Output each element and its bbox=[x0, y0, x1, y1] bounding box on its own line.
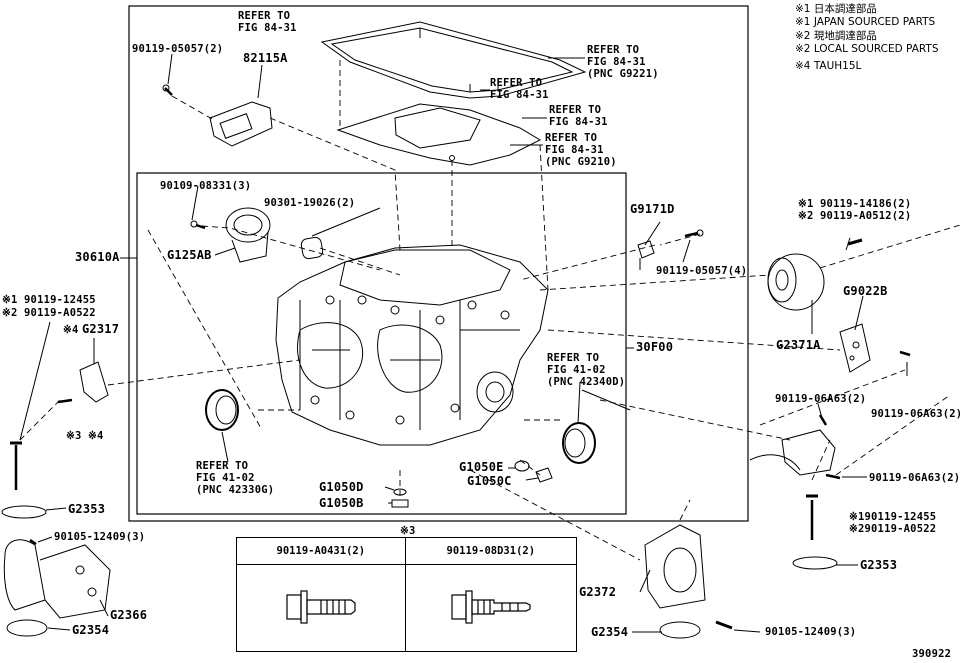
part-90119-05057-2: 90119-05057(2) bbox=[132, 43, 224, 55]
legend-col-1-header: 90119-A0431(2) bbox=[236, 537, 406, 565]
part-g2354-left: G2354 bbox=[72, 623, 110, 637]
outer-frame bbox=[128, 5, 749, 522]
flange-bolt-icon bbox=[286, 589, 356, 624]
part-note-4: ※4 bbox=[63, 324, 79, 336]
part-90119-06a63-2-c: 90119-06A63(2) bbox=[869, 472, 960, 484]
bracket-g2317-drawing bbox=[57, 361, 109, 404]
part-2-90119-a0512-2: ※2 90119-A0512(2) bbox=[798, 210, 912, 222]
part-g2353-right: G2353 bbox=[860, 558, 898, 572]
oil-seal-left-drawing bbox=[205, 389, 239, 431]
part-g2371a: G2371A bbox=[776, 338, 821, 352]
part-g1050b: G1050B bbox=[319, 496, 364, 510]
part-note-3-4: ※3 ※4 bbox=[66, 430, 104, 442]
part-90105-12409-3-left: 90105-12409(3) bbox=[54, 531, 146, 543]
oil-seal-right-drawing bbox=[562, 422, 596, 464]
part-90119-06a63-2-a: 90119-06A63(2) bbox=[775, 393, 867, 405]
part-30610a: 30610A bbox=[75, 250, 120, 264]
part-g1050d: G1050D bbox=[319, 480, 364, 494]
sensor-drawing bbox=[162, 84, 273, 147]
part-2-90119-a0522-left: ※2 90119-A0522 bbox=[2, 307, 96, 319]
legend-bolt-2-cell bbox=[404, 564, 578, 652]
oil-pan-drawing bbox=[320, 21, 587, 99]
part-30f00: 30F00 bbox=[636, 340, 674, 354]
part-2-90119-a0522-right: ※290119-A0522 bbox=[849, 523, 937, 535]
part-g1050e: G1050E bbox=[459, 460, 504, 474]
legend-table: 90119-A0431(2) 90119-08D31(2) bbox=[236, 537, 578, 652]
leader-lines bbox=[19, 53, 908, 633]
inner-frame bbox=[136, 172, 627, 515]
part-90109-08331-3: 90109-08331(3) bbox=[160, 180, 252, 192]
part-1-90119-12455-left: ※1 90119-12455 bbox=[2, 294, 96, 306]
part-90301-19026-2: 90301-19026(2) bbox=[264, 197, 356, 209]
bracket-g9022b-drawing bbox=[839, 323, 911, 373]
part-g2354-right: G2354 bbox=[591, 625, 629, 639]
engine-mount-g2366-drawing bbox=[1, 441, 111, 637]
note-1-jp: ※1 日本調達部品 bbox=[795, 3, 877, 15]
part-g125ab: G125AB bbox=[167, 248, 212, 262]
part-1-90119-14186-2: ※1 90119-14186(2) bbox=[798, 198, 912, 210]
note-4: ※4 TAUH15L bbox=[795, 60, 862, 72]
part-90119-05057-4: 90119-05057(4) bbox=[656, 265, 748, 277]
note-2-jp: ※2 現地調達部品 bbox=[795, 30, 877, 42]
oil-filter-drawing bbox=[190, 207, 324, 263]
note-2-en: ※2 LOCAL SOURCED PARTS bbox=[795, 43, 939, 55]
part-g1050c: G1050C bbox=[467, 474, 512, 488]
part-90119-06a63-2-b: 90119-06A63(2) bbox=[871, 408, 960, 420]
legend-col-2-header: 90119-08D31(2) bbox=[404, 537, 578, 565]
legend-table-title: ※3 bbox=[400, 525, 416, 537]
part-g9022b: G9022B bbox=[843, 284, 888, 298]
part-1-90119-12455-right: ※190119-12455 bbox=[849, 511, 937, 523]
figure-number: 390922 bbox=[912, 648, 952, 660]
part-g9171d: G9171D bbox=[630, 202, 675, 216]
legend-bolt-1-cell bbox=[236, 564, 406, 652]
stud-bolt-icon bbox=[451, 589, 531, 624]
dashed-assembly-lines bbox=[19, 60, 960, 561]
part-82115a: 82115A bbox=[243, 51, 288, 65]
note-1-en: ※1 JAPAN SOURCED PARTS bbox=[795, 16, 936, 28]
part-g2372: G2372 bbox=[579, 585, 617, 599]
part-g2366: G2366 bbox=[110, 608, 148, 622]
cover-plate-drawing bbox=[336, 103, 542, 166]
part-g2317: G2317 bbox=[82, 322, 120, 336]
transaxle-housing-drawing bbox=[275, 244, 549, 446]
speed-sensor-drawing bbox=[637, 229, 704, 270]
engine-mount-g2372-drawing bbox=[644, 524, 733, 639]
part-g2353-left: G2353 bbox=[68, 502, 106, 516]
part-90105-12409-3-right: 90105-12409(3) bbox=[765, 626, 857, 638]
right-mount-assembly-drawing bbox=[749, 414, 841, 570]
damper-pulley-drawing bbox=[767, 237, 863, 311]
